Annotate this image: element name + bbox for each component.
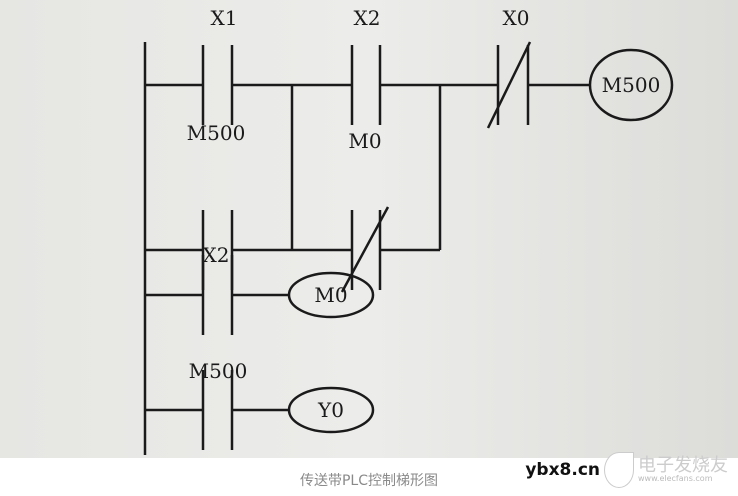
label-x0: X0 [503, 6, 530, 30]
rung-3 [145, 370, 375, 450]
leaf-logo-icon [604, 452, 634, 488]
rung-2 [145, 255, 375, 335]
rung-1 [145, 41, 674, 293]
watermark-site: ybx8.cn [525, 460, 600, 480]
watermark-brand: 电子发烧友 [638, 455, 728, 476]
label-coil-y0: Y0 [317, 398, 344, 422]
label-x1: X1 [211, 6, 238, 30]
coil-m500 [588, 48, 674, 122]
contact-x2-2 [201, 255, 234, 335]
figure-caption: 传送带PLC控制梯形图 [299, 473, 439, 489]
label-m500-2: M500 [189, 359, 248, 383]
label-x2-2: X2 [203, 243, 230, 267]
contact-x2 [350, 45, 382, 125]
watermark-url: www.elecfans.com [638, 474, 713, 483]
label-m0: M0 [348, 129, 381, 153]
label-coil-m500: M500 [602, 73, 661, 97]
label-coil-m0: M0 [314, 283, 347, 307]
coil-m0 [287, 271, 375, 319]
ladder-diagram-photo: X1 X2 X0 M500 M500 M0 X2 M0 M500 Y0 [0, 0, 738, 458]
coil-y0 [287, 386, 375, 434]
label-m500: M500 [187, 121, 246, 145]
contact-x1 [201, 45, 234, 125]
label-x2: X2 [354, 6, 381, 30]
